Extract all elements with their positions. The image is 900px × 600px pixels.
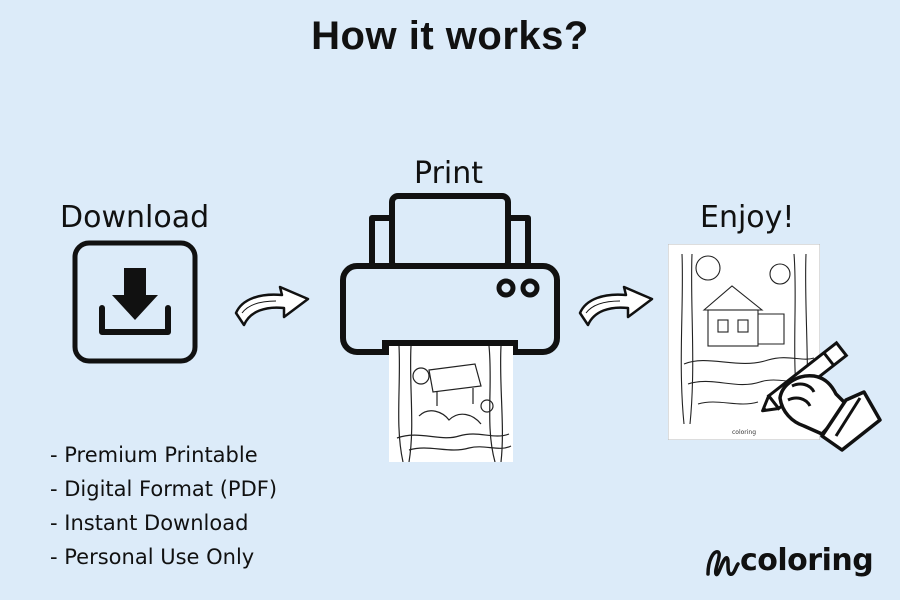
features-list: - Premium Printable - Digital Format (PD… xyxy=(50,438,277,574)
curved-arrow-icon xyxy=(576,283,656,329)
printed-coloring-page xyxy=(389,346,513,462)
feature-item: - Instant Download xyxy=(50,511,249,535)
printer-icon xyxy=(340,192,560,372)
feature-item: - Personal Use Only xyxy=(50,545,255,569)
curved-arrow-icon xyxy=(232,283,312,329)
step-label-print: Print xyxy=(414,156,484,191)
feature-item: - Premium Printable xyxy=(50,443,258,467)
svg-text:coloring: coloring xyxy=(732,429,756,436)
feature-item: - Digital Format (PDF) xyxy=(50,477,278,501)
page-title: How it works? xyxy=(311,14,589,58)
step-label-download: Download xyxy=(60,200,210,235)
brand-swirl-icon xyxy=(706,550,740,577)
step-label-enjoy: Enjoy! xyxy=(700,200,795,235)
hand-with-pencil-icon xyxy=(752,340,882,460)
brand-name: coloring xyxy=(740,542,874,578)
download-icon xyxy=(72,240,198,364)
brand-logo: coloring xyxy=(704,540,874,580)
